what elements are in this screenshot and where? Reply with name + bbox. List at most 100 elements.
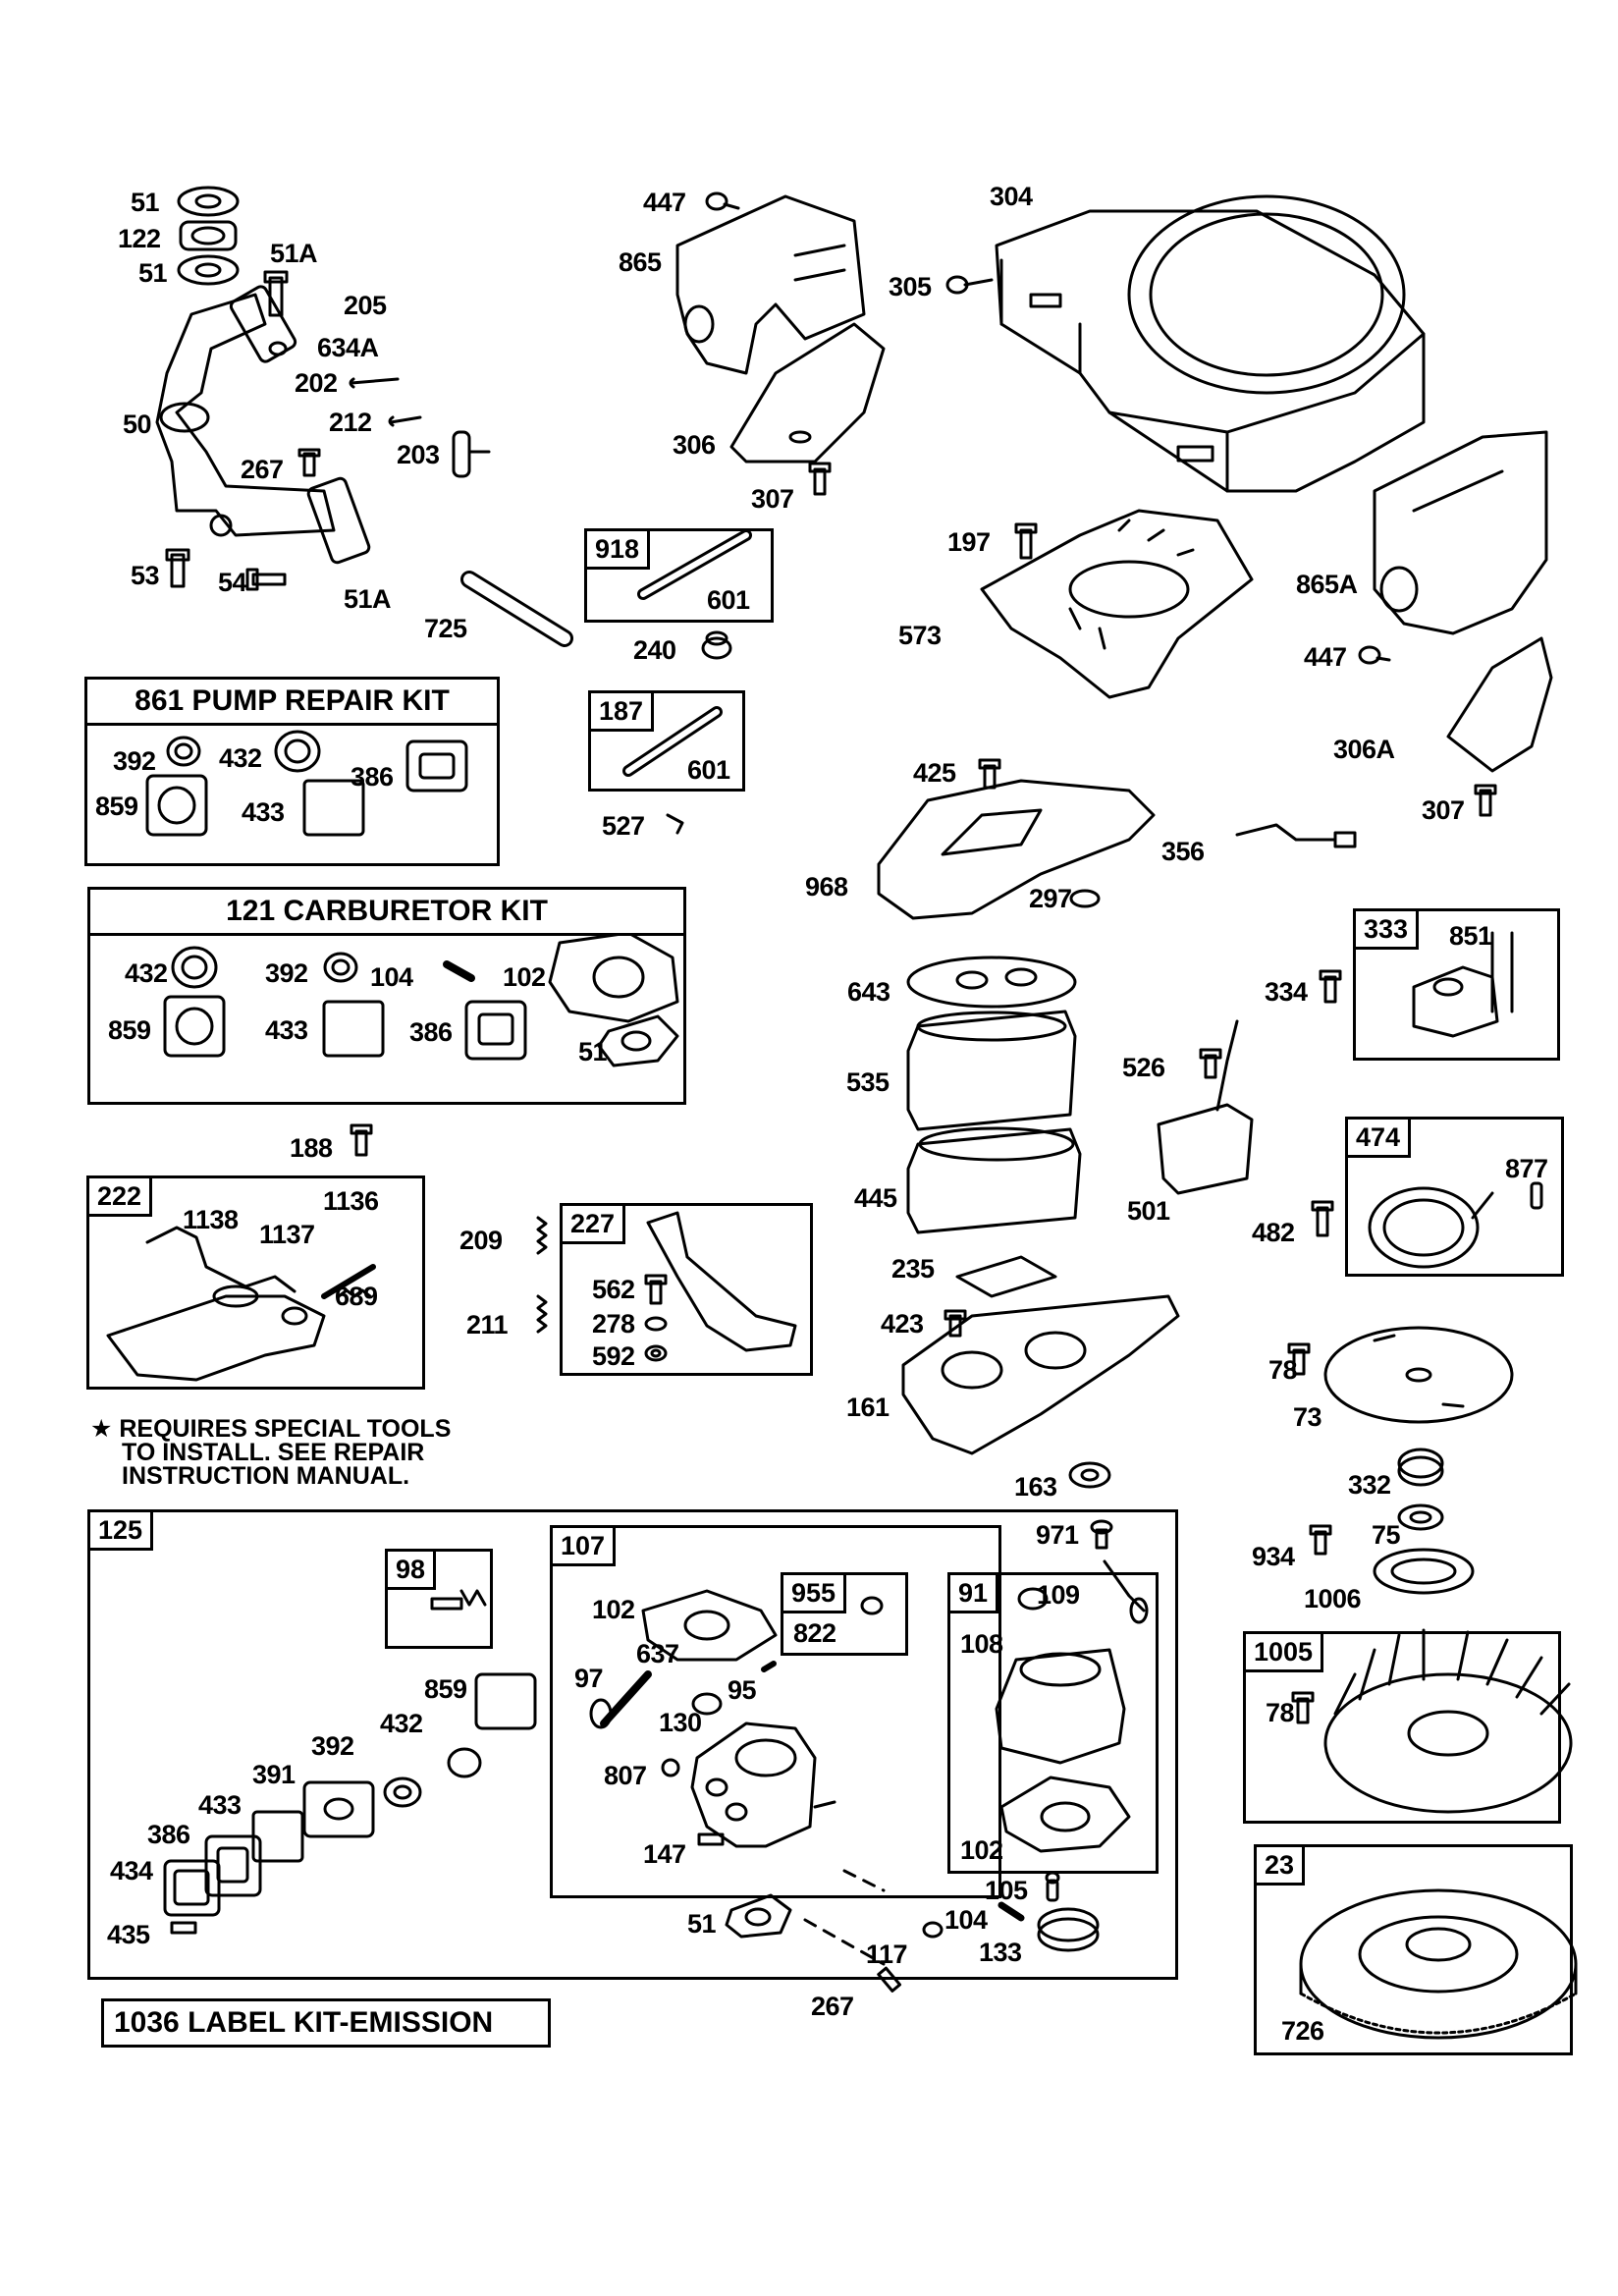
label-75: 75 [1372, 1520, 1401, 1550]
gasket-102-icon [548, 931, 679, 1023]
label-95-b107: 95 [728, 1675, 757, 1705]
label-73: 73 [1293, 1402, 1322, 1432]
seal-432-icon [274, 730, 321, 773]
box-955: 955 822 [781, 1572, 908, 1656]
label-104-c: 104 [944, 1905, 988, 1935]
shroud-865-icon [675, 194, 866, 375]
label-447-top: 447 [643, 188, 686, 217]
rod-725-icon [460, 571, 573, 647]
label-102-b107: 102 [592, 1595, 635, 1624]
disc-108-icon [1017, 1587, 1049, 1611]
cylinder-shield-icon [980, 509, 1254, 699]
label-306A: 306A [1333, 735, 1395, 764]
label-934: 934 [1252, 1542, 1295, 1571]
screw-482-icon [1311, 1200, 1334, 1237]
box-187: 187 601 [588, 690, 745, 792]
label-501: 501 [1127, 1196, 1170, 1226]
label-51A-bot: 51A [344, 584, 392, 614]
base-161-icon [901, 1294, 1180, 1455]
note-line-2: TO INSTALL. SEE REPAIR [122, 1439, 425, 1466]
screw-54-icon [245, 568, 287, 591]
box-107-tag: 107 [550, 1525, 617, 1566]
label-573: 573 [898, 621, 942, 650]
spark-terminal-877-icon [1530, 1181, 1543, 1210]
screw-78-icon [1287, 1342, 1311, 1376]
label-601-918: 601 [707, 585, 750, 615]
label-535: 535 [846, 1067, 890, 1097]
screw-307-icon [808, 462, 832, 496]
carburetor-body-icon [690, 1722, 836, 1848]
label-188: 188 [290, 1133, 333, 1163]
label-147-b107: 147 [643, 1839, 686, 1869]
label-78-a: 78 [1268, 1355, 1298, 1385]
control-bracket-222-icon [106, 1226, 376, 1382]
label-278: 278 [592, 1309, 635, 1339]
box-187-tag: 187 [588, 690, 655, 732]
tube-203-icon [452, 430, 491, 478]
gasket-386-icon [405, 739, 468, 793]
screw-307b-icon [1474, 784, 1497, 817]
screw-435-icon [170, 1921, 197, 1935]
nut-592-icon [644, 1344, 668, 1362]
label-482: 482 [1252, 1218, 1295, 1247]
rod-601-187-icon [622, 706, 723, 777]
screw-95-icon [761, 1661, 777, 1672]
label-435-b125: 435 [107, 1920, 150, 1949]
grommet-240-icon [701, 630, 732, 660]
label-562: 562 [592, 1275, 635, 1304]
box-227-tag: 227 [560, 1203, 626, 1244]
washer-75-icon [1397, 1503, 1444, 1531]
label-205: 205 [344, 291, 387, 320]
label-105: 105 [985, 1876, 1028, 1905]
carburetor-kit: 121 CARBURETOR KIT 432 392 104 102 859 4… [87, 887, 686, 1105]
screw-267-icon [297, 448, 321, 477]
label-1136: 1136 [323, 1186, 379, 1216]
label-392-ck: 392 [265, 958, 308, 988]
baffle-306A-icon [1446, 636, 1553, 773]
label-202: 202 [295, 368, 338, 398]
seal-392-icon [166, 736, 201, 767]
pump-391-icon [302, 1780, 375, 1838]
box-222: 222 1138 1137 1136 689 [86, 1175, 425, 1390]
label-865: 865 [619, 247, 662, 277]
label-807-b107: 807 [604, 1761, 647, 1790]
label-859-pk: 859 [95, 792, 138, 821]
label-163: 163 [1014, 1472, 1057, 1502]
diaphragm-859b-icon [163, 995, 226, 1058]
bolt-267b-icon [877, 1966, 902, 1993]
label-689: 689 [335, 1282, 378, 1311]
label-392-pk: 392 [113, 746, 156, 776]
shroud-865A-icon [1373, 430, 1548, 635]
label-240: 240 [633, 635, 676, 665]
label-432-ck: 432 [125, 958, 168, 988]
label-209: 209 [459, 1226, 503, 1255]
screw-147-icon [697, 1832, 725, 1846]
label-305: 305 [889, 272, 932, 301]
spring-211-icon [536, 1294, 548, 1334]
label-392-b125: 392 [311, 1731, 354, 1761]
label-307-top: 307 [751, 484, 794, 514]
label-109-b91: 109 [1037, 1580, 1080, 1610]
gasket-163-icon [1068, 1461, 1111, 1489]
note-line-3: INSTRUCTION MANUAL. [122, 1462, 410, 1490]
seat-133-icon [1037, 1907, 1100, 1952]
gasket-643-icon [906, 956, 1077, 1009]
screw-526-icon [1199, 1048, 1222, 1079]
label-356: 356 [1161, 837, 1205, 866]
bolt-447b-icon [1358, 645, 1391, 665]
rod-601-918-icon [637, 529, 752, 600]
box-125: 125 859 432 392 391 433 386 434 435 98 1… [87, 1509, 1178, 1980]
label-104-ck: 104 [370, 962, 413, 992]
label-117: 117 [866, 1940, 908, 1969]
pin-212-icon [388, 415, 422, 427]
diaphragm-433-icon [302, 779, 365, 837]
label-386-b125: 386 [147, 1820, 190, 1849]
label-235: 235 [891, 1254, 935, 1284]
label-432-b125: 432 [380, 1709, 423, 1738]
armature-333-icon [1412, 931, 1514, 1038]
gasket-102c-icon [999, 1776, 1131, 1853]
label-304: 304 [990, 182, 1033, 211]
box-1005: 1005 78 [1243, 1631, 1561, 1824]
washer-278-icon [644, 1316, 668, 1332]
label-334: 334 [1265, 977, 1308, 1007]
